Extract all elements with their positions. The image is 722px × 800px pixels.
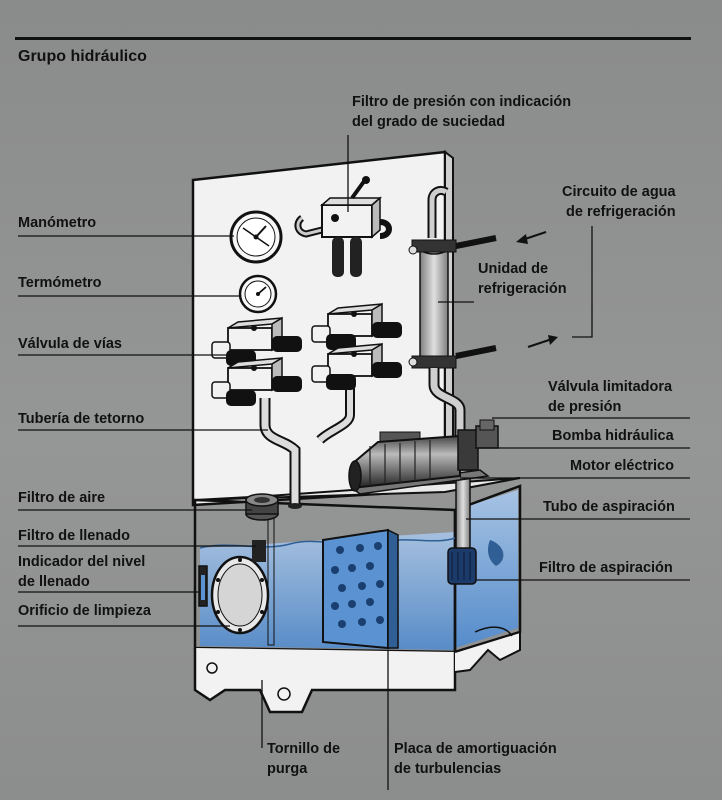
label-return-pipe: Tubería de tetorno	[18, 411, 145, 427]
label-pressure-filter: Filtro de presión con indicación del gra…	[352, 92, 571, 132]
label-directional-valve: Válvula de vías	[18, 336, 122, 352]
label-drain-screw: Tornillo de purga	[267, 739, 340, 779]
label-air-filter: Filtro de aire	[18, 490, 106, 506]
label-filler-filter: Filtro de llenado	[18, 528, 130, 544]
thermometer	[238, 274, 278, 314]
label-level-indicator: Indicador del nivel de llenado	[18, 552, 145, 592]
label-water-circuit-line1: Circuito de agua	[562, 184, 676, 200]
label-pressure-filter-line1: Filtro de presión con indicación	[352, 94, 572, 110]
label-baffle-plate-line2: de turbulencias	[394, 761, 502, 777]
label-cooling-unit: Unidad de refrigeración	[478, 259, 567, 299]
label-level-indicator-line2: de llenado	[18, 574, 90, 590]
top-rule	[15, 37, 691, 40]
valve-left-lower	[211, 356, 302, 406]
leader-lines	[18, 135, 690, 790]
label-water-circuit-line2: de refrigeración	[566, 204, 676, 220]
motor-pump	[348, 419, 499, 495]
label-thermometer: Termómetro	[18, 275, 102, 291]
label-relief-valve-line1: Válvula limitadora	[548, 379, 673, 395]
cooling-unit	[408, 185, 497, 440]
label-baffle-plate-line1: Placa de amortiguación	[394, 741, 557, 757]
label-water-circuit: Circuito de agua de refrigeración	[562, 182, 676, 222]
valve-left-upper	[211, 316, 302, 366]
label-drain-screw-line1: Tornillo de	[267, 741, 341, 757]
cleaning-port	[210, 555, 270, 635]
label-hydraulic-pump: Bomba hidráulica	[552, 428, 674, 444]
directional-valves	[211, 302, 402, 406]
label-cooling-unit-line1: Unidad de	[478, 261, 549, 277]
pressure-filter	[294, 176, 392, 277]
label-cooling-unit-line2: refrigeración	[478, 281, 567, 297]
label-pressure-filter-line2: del grado de suciedad	[352, 114, 506, 130]
return-pipes	[259, 388, 355, 509]
label-level-indicator-line1: Indicador del nivel	[18, 554, 146, 570]
suction-assembly	[447, 469, 504, 585]
valve-right-upper	[311, 302, 402, 350]
level-indicator	[198, 565, 208, 607]
label-suction-filter: Filtro de aspiración	[539, 560, 673, 576]
diagram-title: Grupo hidráulico	[18, 48, 147, 65]
label-baffle-plate: Placa de amortiguación de turbulencias	[394, 739, 557, 779]
label-electric-motor: Motor eléctrico	[570, 458, 674, 474]
valve-right-lower	[311, 342, 402, 390]
label-relief-valve: Válvula limitadora de presión	[548, 377, 672, 417]
label-cleaning-port: Orificio de limpieza	[18, 603, 151, 619]
water-arrows	[516, 231, 558, 348]
label-relief-valve-line2: de presión	[548, 399, 622, 415]
baffle-plate	[322, 528, 399, 650]
air-filter	[245, 493, 279, 521]
pressure-gauge	[229, 210, 283, 264]
label-drain-screw-line2: purga	[267, 761, 308, 777]
label-suction-tube: Tubo de aspiración	[543, 499, 675, 515]
label-manometer: Manómetro	[18, 215, 97, 231]
